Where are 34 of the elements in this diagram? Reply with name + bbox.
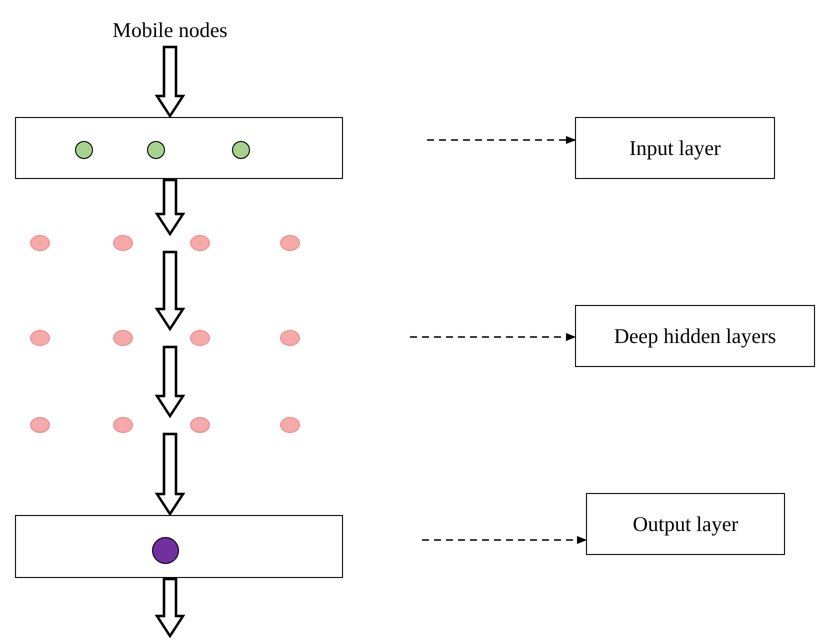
block-arrow xyxy=(154,578,186,638)
block-arrow xyxy=(154,178,186,236)
layer-label: Deep hidden layers xyxy=(614,324,776,348)
node-circle xyxy=(280,235,300,251)
label-box xyxy=(575,305,815,367)
layer-label: Input layer xyxy=(629,136,721,160)
node-circle xyxy=(280,417,300,433)
block-arrow xyxy=(154,250,186,332)
node-circle xyxy=(30,330,50,346)
node-circle xyxy=(190,330,210,346)
node-circle xyxy=(75,141,93,159)
dashed-arrow xyxy=(427,136,576,144)
layer-box xyxy=(15,117,343,179)
node-circle xyxy=(30,235,50,251)
node-circle xyxy=(280,330,300,346)
label-box xyxy=(586,493,785,555)
node-circle xyxy=(232,141,250,159)
label-text: Mobile nodes xyxy=(95,14,245,46)
dashed-arrow xyxy=(422,536,587,544)
node-circle xyxy=(152,537,179,564)
layer-label: Output layer xyxy=(632,512,738,536)
node-circle xyxy=(113,330,133,346)
node-circle xyxy=(113,417,133,433)
layer-box xyxy=(15,515,343,578)
node-circle xyxy=(30,417,50,433)
dashed-arrow xyxy=(410,333,576,341)
node-circle xyxy=(147,141,165,159)
block-arrow xyxy=(154,432,186,516)
label-box xyxy=(575,117,775,179)
block-arrow xyxy=(154,46,186,118)
node-circle xyxy=(113,235,133,251)
block-arrow xyxy=(154,346,186,418)
node-circle xyxy=(190,235,210,251)
node-circle xyxy=(190,417,210,433)
